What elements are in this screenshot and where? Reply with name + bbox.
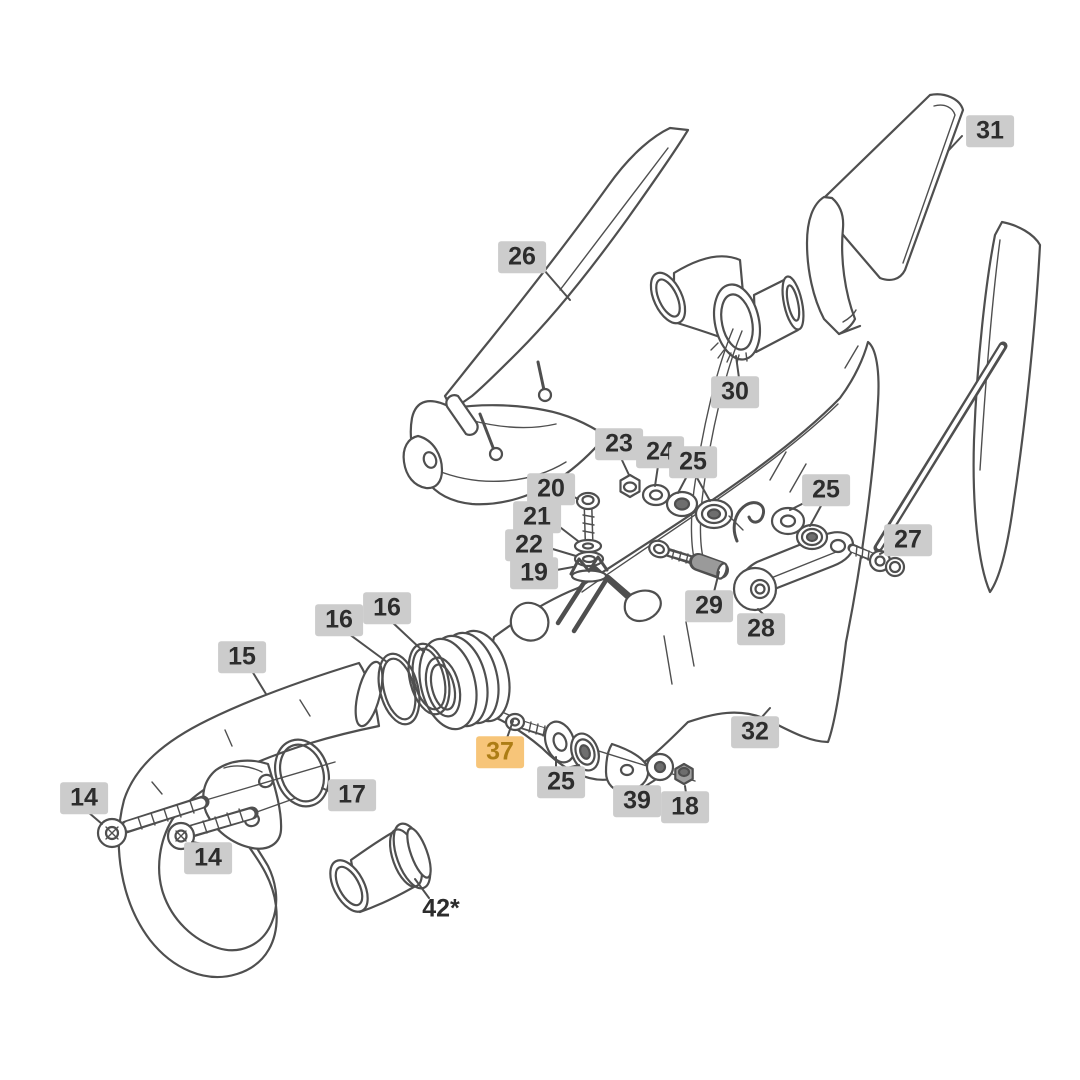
leader-line-32	[761, 707, 771, 718]
part-label-19[interactable]: 19	[510, 557, 558, 589]
part-label-26[interactable]: 26	[498, 241, 546, 273]
leader-line-30	[735, 355, 740, 379]
hardware-bottom	[504, 712, 696, 786]
hardware-top	[569, 473, 766, 583]
part-label-14[interactable]: 14	[60, 782, 108, 814]
part-42-rubber-boot	[329, 822, 432, 914]
leader-line-25	[809, 503, 823, 527]
leader-line-29	[713, 571, 720, 593]
leader-line-16	[391, 621, 425, 653]
leader-line-15	[251, 670, 267, 695]
part-label-22[interactable]: 22	[505, 529, 553, 561]
part-label-24[interactable]: 24	[636, 436, 684, 468]
leader-line-23	[620, 457, 630, 476]
part-label-23[interactable]: 23	[595, 428, 643, 460]
leader-line-24	[654, 465, 659, 487]
part-label-16[interactable]: 16	[363, 592, 411, 624]
part-label-18[interactable]: 18	[661, 791, 709, 823]
part-rear-cover-panel	[972, 220, 1042, 594]
part-label-16[interactable]: 16	[315, 604, 363, 636]
part-17-o-ring	[274, 738, 330, 808]
leader-line-25	[695, 475, 711, 502]
part-label-25[interactable]: 25	[669, 446, 717, 478]
part-label-42[interactable]: 42*	[422, 894, 460, 923]
part-label-37[interactable]: 37	[476, 736, 524, 768]
part-16-gaskets	[377, 642, 451, 726]
linkage-hardware	[648, 341, 1008, 612]
part-label-32[interactable]: 32	[731, 716, 779, 748]
part-label-31[interactable]: 31	[966, 115, 1014, 147]
part-14-bolts	[96, 761, 336, 851]
part-26-side-panel	[402, 126, 690, 506]
leader-line-37	[506, 720, 514, 739]
leader-line-26	[543, 269, 571, 301]
part-label-25[interactable]: 25	[537, 766, 585, 798]
part-label-20[interactable]: 20	[527, 473, 575, 505]
leader-line-42	[414, 878, 430, 899]
leader-line-14	[87, 811, 103, 825]
leader-line-16	[348, 633, 388, 663]
part-label-14[interactable]: 14	[184, 842, 232, 874]
part-label-15[interactable]: 15	[218, 641, 266, 673]
part-label-30[interactable]: 30	[711, 376, 759, 408]
part-label-25[interactable]: 25	[802, 474, 850, 506]
part-30-intake-snorkel	[649, 255, 805, 364]
part-label-17[interactable]: 17	[328, 779, 376, 811]
part-label-27[interactable]: 27	[884, 524, 932, 556]
part-label-28[interactable]: 28	[737, 613, 785, 645]
part-label-29[interactable]: 29	[685, 590, 733, 622]
part-label-39[interactable]: 39	[613, 785, 661, 817]
part-label-21[interactable]: 21	[513, 501, 561, 533]
part-31-heat-shield-panel	[805, 93, 965, 336]
leader-line-31	[947, 135, 963, 152]
leader-line-25	[677, 475, 688, 494]
